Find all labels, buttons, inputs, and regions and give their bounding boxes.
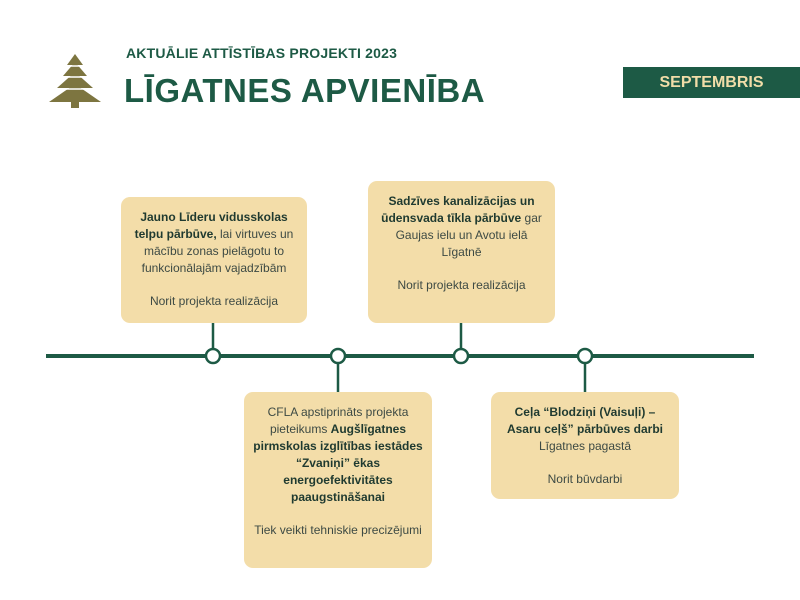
header-subtitle: AKTUĀLIE ATTĪSTĪBAS PROJEKTI 2023	[126, 45, 398, 61]
timeline-marker-4	[576, 347, 594, 365]
project-status: Norit būvdarbi	[547, 472, 623, 486]
project-card: Sadzīves kanalizācijas un ūdensvada tīkl…	[368, 181, 555, 323]
project-prefix: CFLA apstiprināts projekta pieteikums	[267, 405, 409, 436]
project-card: CFLA apstiprināts projekta pieteikums Au…	[244, 392, 432, 568]
project-description: gar Gaujas ielu un Avotu ielā Līgatnē	[395, 211, 542, 259]
month-badge: SEPTEMBRIS	[623, 67, 800, 98]
project-title: Jauno Līderu vidusskolas telpu pārbūve,	[134, 210, 288, 241]
project-title: Sadzīves kanalizācijas un ūdensvada tīkl…	[381, 194, 535, 225]
project-text: Jauno Līderu vidusskolas telpu pārbūve, …	[135, 210, 294, 275]
timeline-marker-3	[452, 347, 470, 365]
project-status: Norit projekta realizācija	[149, 294, 279, 308]
project-text: Sadzīves kanalizācijas un ūdensvada tīkl…	[381, 194, 542, 259]
project-title: Augšlīgatnes pirmskolas izglītības iestā…	[253, 422, 423, 504]
timeline-marker-1	[204, 347, 222, 365]
project-description: Līgatnes pagastā	[538, 439, 632, 453]
page-title: LĪGATNES APVIENĪBA	[124, 72, 486, 109]
project-description: lai virtuves un mācību zonas pielāgotu t…	[141, 227, 294, 275]
project-card: Ceļa “Blodziņi (Vaisuļi) – Asaru ceļš” p…	[491, 392, 679, 499]
project-text: Ceļa “Blodziņi (Vaisuļi) – Asaru ceļš” p…	[507, 405, 663, 453]
project-status: Tiek veikti tehniskie precizējumi	[254, 523, 422, 537]
project-status: Norit projekta realizācija	[397, 278, 526, 292]
project-title: Ceļa “Blodziņi (Vaisuļi) – Asaru ceļš” p…	[506, 405, 664, 436]
project-text: CFLA apstiprināts projekta pieteikums Au…	[253, 405, 422, 504]
timeline-marker-2	[329, 347, 347, 365]
pine-tree-icon	[49, 54, 101, 108]
project-card: Jauno Līderu vidusskolas telpu pārbūve, …	[121, 197, 307, 323]
